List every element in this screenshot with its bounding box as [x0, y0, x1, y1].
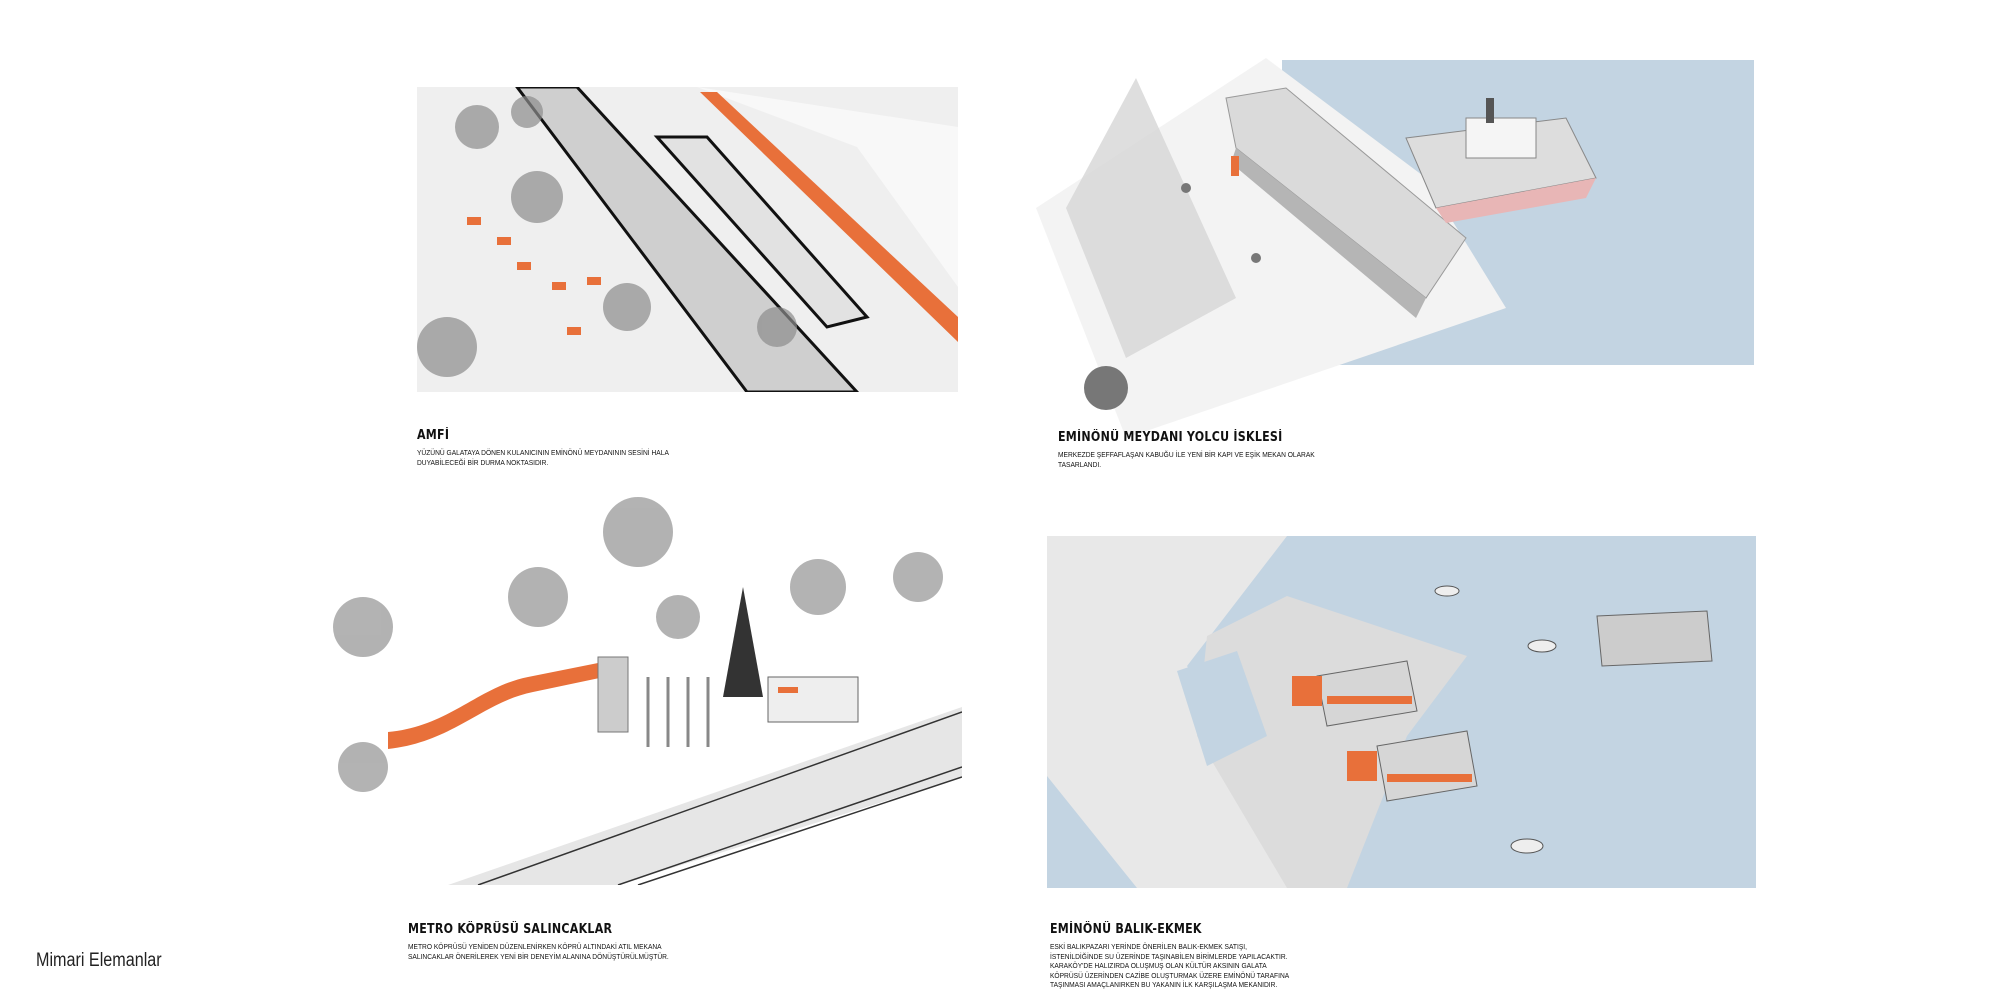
yolcu-iskelesi-caption: EMİNÖNÜ MEYDANI YOLCU İSKLESİ MERKEZDE Ş… [1058, 430, 1338, 470]
salincaklar-illustration [288, 487, 962, 885]
page-title: Mimari Elemanlar [36, 950, 162, 971]
balik-ekmek-illustration [1047, 536, 1756, 888]
yolcu-iskelesi-description: MERKEZDE ŞEFFAFLAŞAN KABUĞU İLE YENİ BİR… [1058, 452, 1315, 469]
salincaklar-description: METRO KÖPRÜSÜ YENİDEN DÜZENLENİRKEN KÖPR… [408, 944, 669, 961]
salincaklar-title: METRO KÖPRÜSÜ SALINCAKLAR [408, 922, 613, 937]
yolcu-iskelesi-illustration [1036, 58, 1754, 444]
amfi-caption: AMFİ YÜZÜNÜ GALATAYA DÖNEN KULANICININ E… [417, 428, 697, 468]
balik-ekmek-description: ESKİ BALIKPAZARI YERİNDE ÖNERİLEN BALIK-… [1050, 944, 1289, 989]
salincaklar-caption: METRO KÖPRÜSÜ SALINCAKLAR METRO KÖPRÜSÜ … [408, 922, 688, 962]
amfi-illustration [417, 87, 958, 392]
yolcu-iskelesi-title: EMİNÖNÜ MEYDANI YOLCU İSKLESİ [1058, 430, 1283, 445]
amfi-title: AMFİ [417, 428, 450, 443]
balik-ekmek-caption: EMİNÖNÜ BALIK-EKMEK ESKİ BALIKPAZARI YER… [1050, 922, 1305, 991]
balik-ekmek-title: EMİNÖNÜ BALIK-EKMEK [1050, 922, 1202, 937]
amfi-description: YÜZÜNÜ GALATAYA DÖNEN KULANICININ EMİNÖN… [417, 450, 669, 467]
